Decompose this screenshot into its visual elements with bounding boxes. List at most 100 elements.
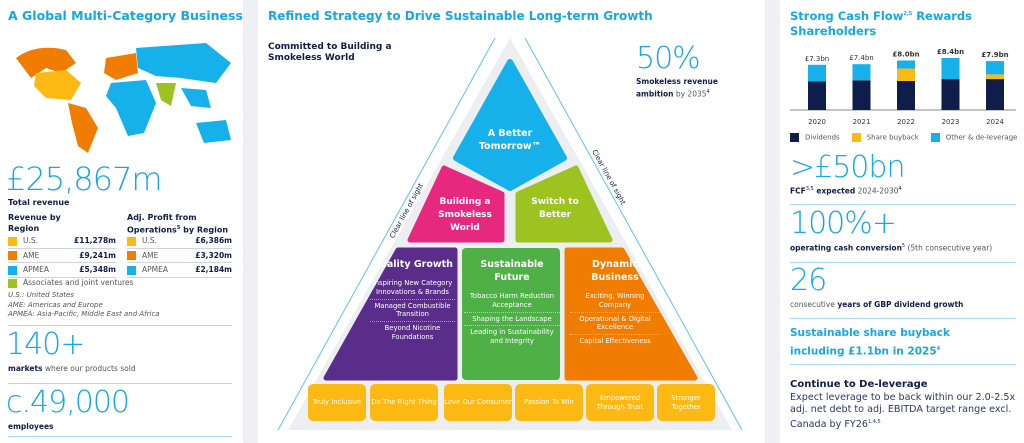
deleverage-text: Expect leverage to be back within our 2.…: [790, 392, 1016, 431]
cash-flow-panel: Strong Cash Flow2,5 Rewards Shareholders…: [780, 0, 1024, 443]
region-value: £6,386m: [195, 236, 232, 246]
pillar-item: Tobacco Harm Reduction Acceptance: [464, 290, 560, 313]
x-tick-label: 2022: [897, 118, 915, 126]
value-box: Truly Inclusive: [308, 384, 366, 421]
markets-value: 140+: [6, 327, 85, 362]
bar-other-de-leverage: [897, 60, 915, 69]
apex-label: A Better Tomorrow™: [478, 128, 542, 152]
global-business-panel: A Global Multi-Category Business £25,867…: [0, 0, 243, 443]
region-name: AME: [8, 251, 39, 260]
divider: [8, 325, 232, 326]
bar-dividends: [897, 80, 915, 110]
associates-swatch: [8, 278, 17, 288]
apex-segment: [453, 59, 567, 191]
pillar-item: Capital Effectiveness: [579, 337, 651, 346]
x-tick-label: 2024: [986, 118, 1004, 126]
divider: [8, 436, 232, 437]
region-row: APMEA£2,184m: [127, 263, 232, 278]
bar-share-buyback: [897, 68, 915, 81]
switch-segment: [515, 165, 613, 243]
region-swatch: [8, 251, 17, 260]
switch-label: Switch to Better: [531, 197, 579, 220]
region-swatch: [8, 265, 17, 275]
bar-share-buyback: [986, 74, 1004, 80]
region-row: APMEA £5,348m: [8, 263, 116, 278]
pillar-item: Exciting, Winning Company: [570, 290, 660, 313]
region-name: AME: [127, 251, 158, 260]
region-swatch: [127, 236, 136, 246]
legend-associates: Associates and joint ventures: [8, 278, 133, 288]
value-box: Passion To Win: [515, 384, 583, 421]
bar-total-label: £8.0bn: [892, 50, 919, 58]
region-name: APMEA: [8, 265, 49, 275]
region-value: £5,348m: [79, 265, 116, 275]
pyramid: [277, 37, 743, 431]
pillar-item: Shaping the Landscape: [464, 313, 560, 327]
panel-title: A Global Multi-Category Business: [8, 8, 243, 23]
profit-by-region: Adj. Profit from Operations5 by Region U…: [127, 212, 232, 278]
bar-total-label: £7.3bn: [805, 55, 829, 63]
dividend-label: consecutive years of GBP dividend growth: [790, 300, 964, 309]
employees-label: employees: [8, 422, 54, 431]
region-name: U.S.: [127, 236, 157, 246]
revenue-heading: Revenue by Region: [8, 213, 61, 233]
region-value: £11,278m: [74, 236, 116, 246]
pillar-item: Inspiring New Category Innovations & Bra…: [370, 277, 455, 300]
total-revenue-value: £25,867m: [6, 160, 162, 198]
legend-swatch: [790, 133, 799, 142]
bar-dividends: [986, 79, 1004, 110]
x-tick-label: 2021: [853, 118, 871, 126]
region-row: AME£3,320m: [127, 249, 232, 263]
value-box: Love Our Consumer: [444, 384, 512, 421]
region-value: £9,241m: [79, 250, 116, 260]
deleverage-title: Continue to De-leverage: [790, 379, 928, 390]
divider: [790, 204, 1016, 205]
note: APMEA: Asia-Pacific, Middle East and Afr…: [8, 310, 160, 318]
region-row: U.S. £11,278m: [8, 234, 116, 249]
dividend-value: 26: [790, 263, 827, 298]
pillar-item: Operational & Digital Excellence: [570, 313, 660, 336]
bar-total-label: £7.9bn: [981, 51, 1008, 59]
smokeless-label: Building a Smokeless World: [438, 197, 492, 233]
value-box: Empowered Through Trust: [586, 384, 654, 421]
legend-item: Other & de-leverage: [930, 133, 1017, 142]
markets-label: markets where our products sold: [8, 364, 136, 373]
bar-other-de-leverage: [941, 58, 960, 80]
panel-title: Refined Strategy to Drive Sustainable Lo…: [268, 9, 653, 23]
strategy-panel: Refined Strategy to Drive Sustainable Lo…: [258, 0, 765, 443]
pillar-item: Leading in Sustainability and Integrity: [470, 328, 554, 346]
region-swatch: [8, 236, 17, 246]
bar-dividends: [852, 80, 871, 110]
cash-flow-chart: £7.3bn2020£7.4bn2021£8.0bn2022£8.4bn2023…: [790, 48, 1016, 126]
pillar-title: Quality Growth: [372, 259, 453, 270]
smokeless-pct: 50%: [636, 41, 701, 76]
smokeless-segment: [407, 165, 505, 243]
legend-swatch: [930, 133, 940, 142]
legend-swatch: [851, 133, 861, 142]
x-tick-label: 2023: [942, 118, 960, 126]
bar-other-de-leverage: [808, 64, 826, 82]
panel-title: Strong Cash Flow2,5 Rewards Shareholders: [790, 8, 972, 38]
buyback-text: Sustainable share buyback including £1.1…: [790, 327, 950, 358]
fcf-value: >£50bn: [790, 150, 905, 185]
pillar-title: Sustainable Future: [480, 259, 544, 283]
pillar-item: Beyond Nicotine Foundations: [384, 324, 441, 342]
divider: [790, 318, 1016, 319]
region-name: APMEA: [127, 265, 168, 275]
bar-dividends: [808, 81, 826, 110]
divider: [790, 262, 1016, 263]
x-tick-label: 2020: [808, 118, 826, 126]
region-row: AME £9,241m: [8, 249, 116, 263]
profit-heading: Adj. Profit from Operations5 by Region: [127, 213, 229, 235]
legend-item: Share buyback: [851, 133, 919, 142]
region-name: U.S.: [8, 236, 38, 246]
divider: [8, 383, 232, 384]
bar-dividends: [941, 79, 960, 110]
bar-total-label: £7.4bn: [849, 54, 873, 62]
value-box: Stronger Together: [657, 384, 715, 421]
